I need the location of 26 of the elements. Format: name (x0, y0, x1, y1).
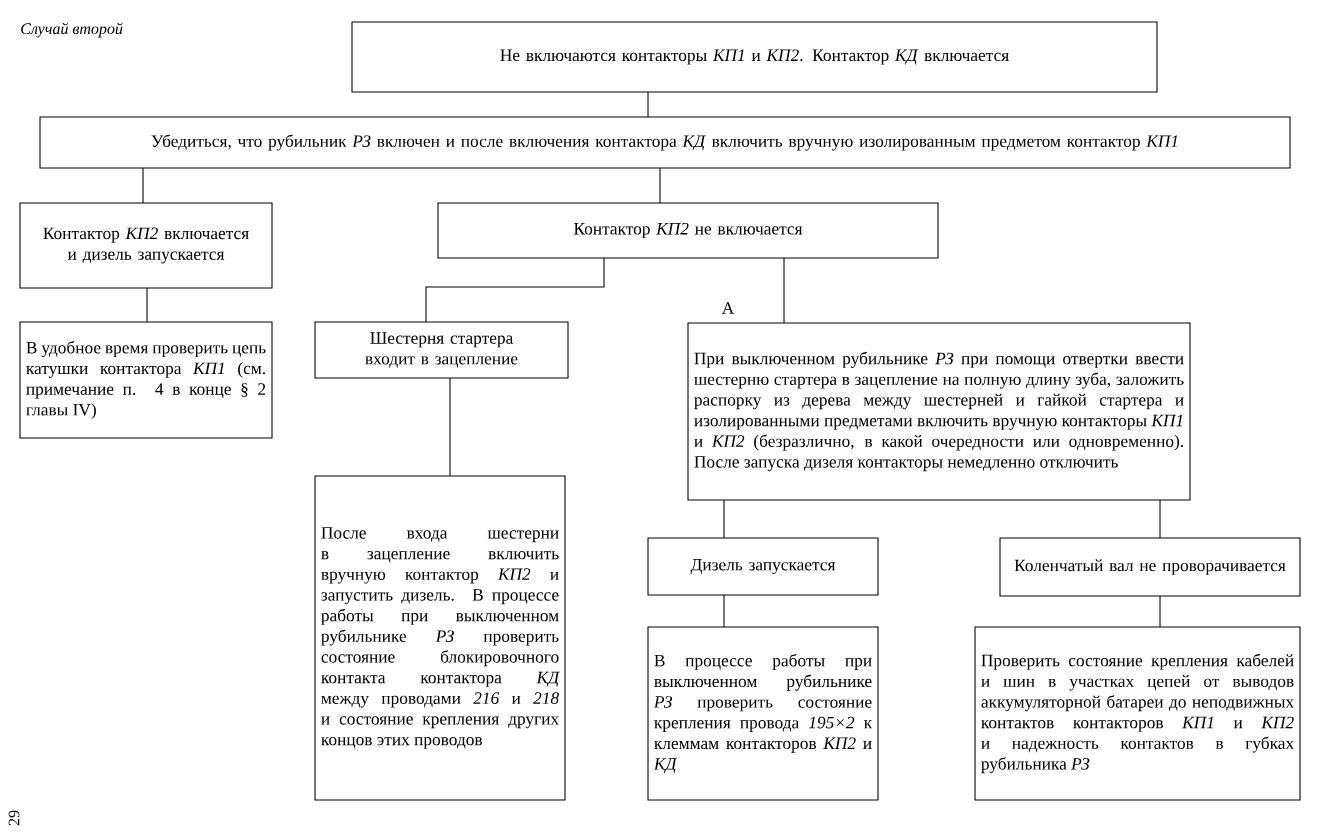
title: Случай второй (21, 22, 123, 38)
connector-line (142, 167, 144, 204)
process-box: Контактор КП2 не включается (437, 202, 939, 259)
process-box: Дизель запускается (647, 537, 879, 596)
connector-line (425, 257, 605, 323)
process-box: Контактор КП2 включается и дизель запускается (19, 202, 273, 289)
process-box: Убедиться, что рубильник РЗ включен и после включения контактора КД включить вручную изолированным предметом контактор КП1 (39, 116, 1291, 169)
process-box: Коленчатый вал не проворачивается (999, 537, 1301, 597)
process-box: Проверить состояние крепления кабелей и шин в участках цепей от выводов аккумуляторной батареи до неподвижных контактов контакторов КП1 и КП2 и надежность контактов в губках рубильника РЗ (974, 626, 1301, 801)
connector-line (449, 377, 451, 477)
process-box: Шестерня стартера входит в зацепление (314, 321, 569, 379)
connector-line (1159, 595, 1161, 628)
process-box: После входа шестерни в зацепление включить вручную контактор КП2 и запустить дизель. В процессе работы при выключенном рубильнике РЗ проверить состояние блокировочного контакта контактора КД между проводами 216 и 218 и состояние крепления других концов этих проводов (314, 475, 566, 801)
connector-line (723, 499, 725, 539)
connector-line (1159, 499, 1161, 539)
process-box: В удобное время проверить цепь катушки контактора КП1 (см. примечание п. 4 в конце § 2 главы IV) (19, 321, 273, 439)
page-number: 29 (8, 810, 20, 826)
connector-line (659, 167, 661, 204)
side-label: А (721, 302, 735, 314)
connector-line (146, 287, 148, 323)
connector-line (723, 594, 725, 628)
connector-line (783, 257, 785, 324)
process-box: При выключенном рубильнике РЗ при помощи отвертки ввести шестерню стартера в зацепление на полную длину зуба, заложить распорку из дерева между шестерней и гайкой стартера и изолированными предметами включить вручную контакторы КП1 и КП2 (безразлично, в какой очередности или одновременно). После запуска дизеля контакторы немедленно отключить (687, 322, 1191, 501)
process-box: В процессе работы при выключенном рубильнике РЗ проверить состояние крепления провода 195×2 к клеммам контакторов КП2 и КД (647, 626, 879, 801)
process-box: Не включаются контакторы КП1 и КП2. Контактор КД включается (351, 21, 1158, 93)
connector-line (647, 91, 649, 118)
